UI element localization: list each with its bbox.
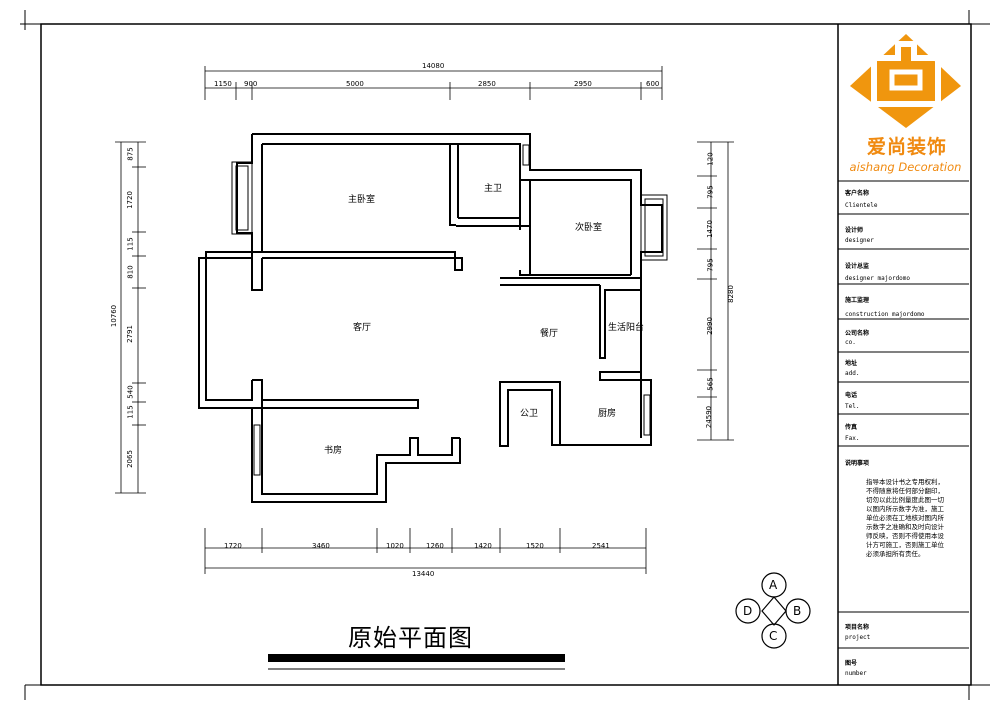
windows [231,144,668,476]
room-label-balcony: 生活阳台 [608,323,645,333]
dim-right-seg: 120 [706,152,715,166]
dim-bottom-total: 13440 [412,570,435,578]
compass-label-d: D [743,604,753,618]
dim-top-seg: 600 [646,80,660,88]
compass-label-c: C [769,629,778,643]
field-client-en: Clientele [845,202,878,209]
dim-left-seg: 540 [126,385,135,399]
title-underline-thick [268,654,565,662]
dim-top-seg: 2850 [478,80,496,88]
field-number-en: number [845,670,867,677]
field-project-en: project [845,634,871,641]
notes-text: 指导本设计书之专用权利，不得随意将任何部分翻印，切勿以此比例量度此图一切以图内所… [866,478,944,558]
dim-right-seg: 795 [706,258,715,272]
field-fax-en: Fax. [845,435,860,442]
room-label-master-bath: 主卫 [484,184,503,194]
field-number-cn: 图号 [845,660,858,667]
dimension-lines [115,66,734,574]
dim-left-seg: 2791 [125,325,134,343]
field-designer-en: designer [845,237,874,244]
dim-right-seg: 1470 [705,220,714,238]
room-label-living-room: 客厅 [353,323,372,333]
field-fax-cn: 传真 [845,424,858,431]
brand-logo-icon [850,34,961,128]
dim-top-seg: 900 [244,80,258,88]
dim-top-seg: 1150 [214,80,232,88]
corner-ticks [20,10,990,700]
field-tel-en: Tel. [845,403,860,410]
dim-top-seg: 2950 [574,80,592,88]
room-label-public-bath: 公卫 [520,409,539,419]
title-block-rules [838,180,969,649]
dim-right-seg: 2990 [705,317,714,335]
drawing-title: 原始平面图 [348,624,473,652]
dim-right-seg: 795 [706,185,715,199]
room-label-kitchen: 厨房 [598,409,617,419]
field-address-en: add. [845,370,860,377]
dim-bottom-seg: 3460 [312,542,330,550]
dim-left-seg: 2065 [125,450,134,468]
room-label-study: 书房 [324,446,343,456]
dim-bottom-seg: 1020 [386,542,404,550]
field-client-cn: 客户名称 [845,190,870,197]
dim-left-seg: 875 [126,147,135,161]
dim-left-seg: 810 [126,265,135,279]
dim-right-seg: 24590 [705,405,714,429]
compass-label-a: A [769,578,778,592]
field-address-cn: 地址 [845,360,858,367]
room-label-master-bedroom: 主卧室 [348,195,376,205]
field-company-cn: 公司名称 [845,330,870,337]
compass-label-b: B [793,604,802,618]
field-construction-en: construction majordomo [845,311,925,318]
floor-plan-walls [198,133,663,503]
dim-bottom-seg: 2541 [592,542,610,550]
dim-top-total: 14080 [422,62,445,70]
dim-left-seg: 1720 [125,191,134,209]
dim-left-total: 10760 [110,304,119,328]
brand-name-en: aishang Decoration [849,160,962,174]
field-design-director-en: designer majordomo [845,275,911,282]
field-tel-cn: 电话 [845,392,858,399]
dim-right-total: 8280 [726,285,735,303]
room-label-second-bedroom: 次卧室 [575,223,603,233]
field-company-en: co. [845,339,856,346]
dim-bottom-seg: 1520 [526,542,544,550]
field-construction-cn: 施工监理 [845,297,870,304]
outer-frame [40,23,972,686]
dim-top-seg: 5000 [346,80,364,88]
dim-bottom-seg: 1420 [474,542,492,550]
compass-icon [735,572,811,649]
dim-bottom-seg: 1720 [224,542,242,550]
room-label-dining-room: 餐厅 [540,329,559,339]
dim-left-seg: 115 [126,237,135,251]
field-project-cn: 项目名称 [845,624,870,631]
field-design-director-cn: 设计总监 [845,263,870,270]
dim-left-seg: 115 [126,405,135,419]
dim-bottom-seg: 1260 [426,542,444,550]
brand-name-cn: 爱尚装饰 [866,136,947,158]
field-designer-cn: 设计师 [845,227,864,234]
dim-right-seg: 565 [706,377,715,391]
field-notes-cn: 说明事项 [845,460,870,467]
